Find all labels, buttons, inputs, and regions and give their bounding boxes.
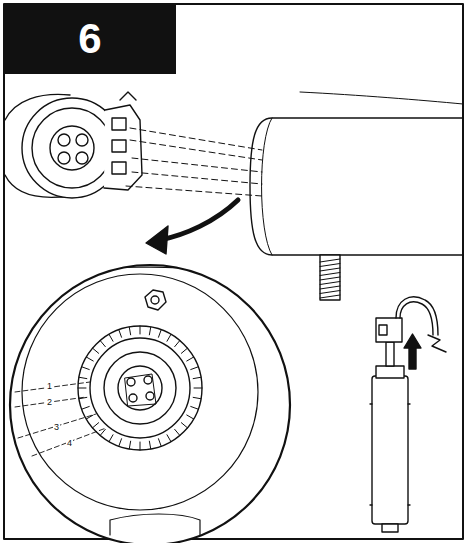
step-number-box: 6 [4,4,176,74]
thread-stroke [320,259,340,262]
knurl-stroke [140,326,141,334]
knurl-stroke [129,327,130,335]
knurl-stroke [79,377,87,378]
thread-stroke [320,277,340,280]
knurl-stroke [149,327,150,335]
threaded-outlet [320,255,340,300]
knurl-stroke [167,334,171,341]
knurl-stroke [93,423,99,428]
callout-number: 3 [53,423,60,432]
knurl-stroke [140,442,141,450]
zoom-arrow [146,200,238,254]
thread-stroke [320,273,340,276]
knurl-stroke [82,367,90,370]
knurl-stroke [181,348,187,353]
knurl-stroke [175,341,180,347]
socket-connector [5,92,142,198]
knurl-stroke [193,377,201,378]
callout-leaders [15,382,106,456]
knurl-stroke [109,435,113,442]
knurl-stroke [78,388,86,389]
knurl-stroke [86,357,93,361]
thread-stroke [320,264,340,267]
knurl-stroke [181,423,187,428]
zoom-detail [10,265,295,543]
projection-lines [126,128,262,196]
step-number: 6 [78,18,101,60]
insert-arrow [404,334,421,369]
knurl-stroke [100,341,105,347]
knurl-stroke [109,334,113,341]
thread-stroke [320,282,340,285]
thread-stroke [320,295,340,298]
knurl-stroke [82,406,90,409]
thread-stroke [320,268,340,271]
knurl-stroke [175,429,180,435]
knurl-stroke [158,330,161,338]
knurl-stroke [158,439,161,447]
knurl-stroke [129,441,130,449]
knurl-stroke [191,367,199,370]
thread-stroke [320,286,340,289]
knurl-stroke [149,441,150,449]
callout-number: 1 [46,382,53,391]
knurl-stroke [93,348,99,353]
knurl-stroke [191,406,199,409]
housing-tube [250,92,463,255]
knurl-stroke [187,415,194,419]
knurl-stroke [119,439,122,447]
knurl-stroke [119,330,122,338]
knurl-stroke [194,388,202,389]
uv-lamp [370,297,446,532]
callout-number: 2 [46,398,53,407]
knurl-stroke [167,435,171,442]
callout-number: 4 [66,439,73,448]
thread-stroke [320,291,340,294]
knurl-stroke [187,357,194,361]
knurl-stroke [193,397,201,398]
